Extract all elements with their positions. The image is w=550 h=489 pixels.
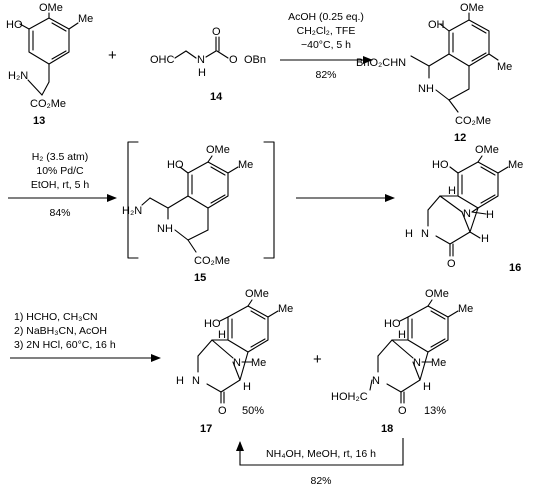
c18-hoch2: HOH₂C — [331, 391, 368, 403]
c18-n-me: Me — [431, 357, 446, 369]
c18-amide-n: N — [372, 375, 380, 387]
compound-18: HO OMe Me H N Me N HOH₂C H O 13% 18 — [331, 288, 473, 435]
plus-sign-2: + — [313, 351, 322, 368]
c17-hydroxy: HO — [204, 318, 221, 330]
c13-methyl: Me — [78, 13, 93, 25]
c13-methoxy: OMe — [39, 2, 63, 14]
step2-line-3: EtOH, rt, 5 h — [31, 179, 90, 191]
compound-12: OH OMe Me BnO₂CHN NH CO₂Me 12 — [356, 2, 512, 144]
c17-amide-n: N — [192, 375, 200, 387]
c14-label: 14 — [210, 91, 223, 103]
step3-line-3: 3) 2N HCl, 60°C, 16 h — [14, 339, 116, 351]
c16-amide-h: H — [405, 228, 413, 240]
step1-yield: 82% — [315, 69, 336, 81]
reaction-step-3: 1) HCHO, CH₃CN 2) NaBH₃CN, AcOH 3) 2N HC… — [10, 311, 161, 362]
c16-methyl: Me — [508, 159, 523, 171]
c15-ester: CO₂Me — [194, 255, 230, 267]
c17-amide-o: O — [218, 405, 227, 417]
compound-16: HO OMe Me H N H H N H O 16 — [405, 144, 523, 274]
c16-h-bottom: H — [481, 233, 489, 245]
c17-label: 17 — [200, 423, 212, 435]
reaction-step-2: H₂ (3.5 atm) 10% Pd/C EtOH, rt, 5 h 84% — [8, 151, 117, 219]
c15-hydroxy: HO — [167, 159, 184, 171]
compound-17: HO OMe Me H N Me H N H O 50% 17 — [176, 288, 293, 435]
c12-label: 12 — [454, 132, 466, 144]
c18-yield: 13% — [424, 405, 446, 417]
arrow-18-to-17 — [236, 438, 404, 466]
c14-h: H — [198, 67, 206, 79]
c13-amine: H₂N — [8, 70, 28, 82]
c14-nh: N — [197, 54, 205, 66]
c15-methyl: Me — [238, 159, 253, 171]
c16-amide-o: O — [447, 258, 456, 270]
c16-n-bridge: N — [463, 208, 471, 220]
c14-benzyl: OBn — [244, 54, 266, 66]
c12-carbamate: BnO₂CHN — [356, 57, 406, 69]
step3-line-2: 2) NaBH₃CN, AcOH — [14, 325, 107, 337]
c18-label: 18 — [381, 423, 393, 435]
step2-line-1: H₂ (3.5 atm) — [32, 151, 89, 163]
c18-amide-o: O — [398, 405, 407, 417]
c18-methyl: Me — [458, 303, 473, 315]
compound-14: OHC N H O O OBn 14 — [150, 26, 266, 103]
c13-hydroxy: HO — [6, 19, 23, 31]
c14-carbonyl-o: O — [212, 26, 221, 38]
c17-h-bottom: H — [243, 381, 251, 393]
c16-h-top: H — [448, 185, 456, 197]
c12-methoxy: OMe — [460, 2, 484, 14]
c16-h-right: H — [486, 209, 494, 221]
c15-label: 15 — [194, 272, 206, 284]
c13-label: 13 — [33, 115, 45, 127]
step2-yield: 84% — [49, 207, 70, 219]
compound-13: HO OMe Me H₂N CO₂Me 13 — [6, 2, 93, 127]
step2-line-2: 10% Pd/C — [36, 165, 84, 177]
c17-n-me: Me — [251, 357, 266, 369]
c16-label: 16 — [509, 262, 521, 274]
c17-amide-h: H — [176, 375, 184, 387]
c16-hydroxy: HO — [432, 159, 449, 171]
c16-amide-n: N — [421, 228, 429, 240]
c12-hydroxy: OH — [428, 19, 445, 31]
c18-h-bottom: H — [423, 381, 431, 393]
c12-ester: CO₂Me — [455, 115, 491, 127]
c17-yield: 50% — [242, 405, 264, 417]
c18-hydroxy: HO — [384, 318, 401, 330]
compound-15: HO OMe Me H₂N NH CO₂Me 15 — [122, 144, 253, 284]
step1-line-1: AcOH (0.25 eq.) — [288, 11, 364, 23]
c17-methyl: Me — [278, 303, 293, 315]
c17-methoxy: OMe — [245, 288, 269, 300]
plus-sign-1: + — [108, 47, 117, 64]
recycle-reaction: NH₄OH, MeOH, rt, 16 h 82% — [236, 438, 404, 487]
c14-ester-o: O — [229, 54, 238, 66]
bracket-right — [263, 141, 275, 259]
c16-methoxy: OMe — [475, 144, 499, 156]
c15-nh: NH — [157, 223, 173, 235]
recycle-conditions: NH₄OH, MeOH, rt, 16 h — [266, 448, 376, 460]
c12-nh: NH — [418, 83, 434, 95]
c13-ester: CO₂Me — [30, 98, 66, 110]
c15-methoxy: OMe — [206, 144, 230, 156]
c15-amine: H₂N — [122, 205, 142, 217]
bracket-left — [127, 141, 139, 259]
c18-h-top: H — [398, 329, 406, 341]
step1-line-3: −40°C, 5 h — [301, 39, 351, 51]
recycle-yield: 82% — [310, 475, 331, 487]
c12-methyl: Me — [497, 61, 512, 73]
c17-n-bridge: N — [233, 357, 241, 369]
c18-n-bridge: N — [413, 357, 421, 369]
c18-methoxy: OMe — [425, 288, 449, 300]
c17-h-top: H — [218, 329, 226, 341]
step1-line-2: CH₂Cl₂, TFE — [297, 25, 356, 37]
reaction-step-1: AcOH (0.25 eq.) CH₂Cl₂, TFE −40°C, 5 h 8… — [280, 11, 373, 81]
step3-line-1: 1) HCHO, CH₃CN — [14, 311, 98, 323]
c14-aldehyde: OHC — [150, 54, 175, 66]
